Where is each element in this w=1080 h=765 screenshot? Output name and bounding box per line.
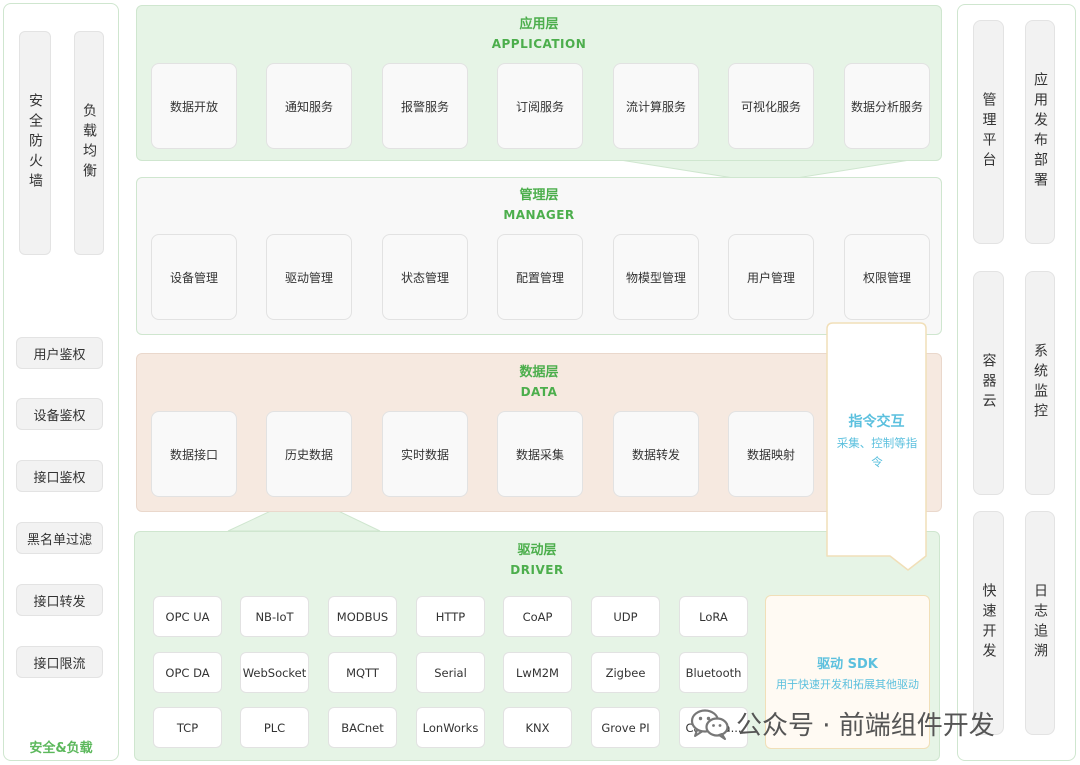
- data-interface[interactable]: 数据接口: [151, 411, 237, 497]
- mgr-user[interactable]: 用户管理: [728, 234, 814, 320]
- watermark-text: 公众号 · 前端组件开发: [736, 711, 995, 741]
- watermark: 公众号 · 前端组件开发: [690, 705, 995, 742]
- protocol-item[interactable]: Serial: [416, 652, 485, 693]
- manager-subtitle: MANAGER: [503, 208, 575, 222]
- load-balance-label: 负载均衡: [81, 103, 97, 183]
- driver-title: 驱动层: [517, 543, 557, 558]
- protocol-item[interactable]: MODBUS: [328, 596, 397, 637]
- mgmt-platform[interactable]: 管理平台: [973, 20, 1004, 244]
- data-title: 数据层: [519, 365, 559, 380]
- service-analysis[interactable]: 数据分析服务: [844, 63, 930, 149]
- container-cloud[interactable]: 容器云: [973, 271, 1004, 495]
- protocol-item[interactable]: LwM2M: [503, 652, 572, 693]
- application-title: 应用层: [519, 17, 559, 32]
- manager-layer: 管理层 MANAGER 设备管理 驱动管理 状态管理 配置管理 物模型管理 用户…: [136, 177, 942, 335]
- mgr-device[interactable]: 设备管理: [151, 234, 237, 320]
- protocol-item[interactable]: Zigbee: [591, 652, 660, 693]
- data-layer: 数据层 DATA 数据接口 历史数据 实时数据 数据采集 数据转发 数据映射: [136, 353, 942, 512]
- rapid-dev[interactable]: 快速开发: [973, 511, 1004, 735]
- protocol-item[interactable]: LoRA: [679, 596, 748, 637]
- data-history[interactable]: 历史数据: [266, 411, 352, 497]
- mgmt-platform-label: 管理平台: [980, 92, 997, 172]
- system-monitor[interactable]: 系统监控: [1025, 271, 1055, 495]
- data-forward[interactable]: 数据转发: [613, 411, 699, 497]
- protocol-item[interactable]: KNX: [503, 707, 572, 748]
- data-subtitle: DATA: [520, 385, 558, 399]
- data-mapping[interactable]: 数据映射: [728, 411, 814, 497]
- service-subscribe[interactable]: 订阅服务: [497, 63, 583, 149]
- interface-forward[interactable]: 接口转发: [16, 584, 103, 616]
- data-collect[interactable]: 数据采集: [497, 411, 583, 497]
- driver-sdk-box[interactable]: 驱动 SDK 用于快速开发和拓展其他驱动: [765, 595, 930, 749]
- firewall-label: 安全防火墙: [27, 93, 43, 193]
- auth-interface[interactable]: 接口鉴权: [16, 460, 103, 492]
- mgr-driver[interactable]: 驱动管理: [266, 234, 352, 320]
- mgr-permission[interactable]: 权限管理: [844, 234, 930, 320]
- driver-subtitle: DRIVER: [510, 563, 564, 577]
- rapid-dev-label: 快速开发: [980, 583, 997, 663]
- log-trace-label: 日志追溯: [1032, 583, 1048, 663]
- wechat-icon: [690, 708, 729, 740]
- system-monitor-label: 系统监控: [1032, 343, 1048, 423]
- load-balance-block[interactable]: 负载均衡: [74, 31, 104, 255]
- service-stream[interactable]: 流计算服务: [613, 63, 699, 149]
- service-data-open[interactable]: 数据开放: [151, 63, 237, 149]
- service-visual[interactable]: 可视化服务: [728, 63, 814, 149]
- protocol-item[interactable]: UDP: [591, 596, 660, 637]
- protocol-item[interactable]: Bluetooth: [679, 652, 748, 693]
- auth-device[interactable]: 设备鉴权: [16, 398, 103, 430]
- protocol-item[interactable]: Grove PI: [591, 707, 660, 748]
- interface-ratelimit[interactable]: 接口限流: [16, 646, 103, 678]
- sdk-desc: 用于快速开发和拓展其他驱动: [776, 678, 919, 691]
- command-title: 指令交互: [848, 414, 905, 430]
- protocol-item[interactable]: OPC DA: [153, 652, 222, 693]
- manager-title: 管理层: [519, 188, 559, 203]
- protocol-item[interactable]: MQTT: [328, 652, 397, 693]
- blacklist-filter[interactable]: 黑名单过滤: [16, 522, 103, 554]
- protocol-item[interactable]: PLC: [240, 707, 309, 748]
- service-notify[interactable]: 通知服务: [266, 63, 352, 149]
- protocol-item[interactable]: OPC UA: [153, 596, 222, 637]
- container-cloud-label: 容器云: [980, 353, 997, 413]
- protocol-item[interactable]: BACnet: [328, 707, 397, 748]
- protocol-item[interactable]: TCP: [153, 707, 222, 748]
- mgr-status[interactable]: 状态管理: [382, 234, 468, 320]
- service-alarm[interactable]: 报警服务: [382, 63, 468, 149]
- protocol-item[interactable]: WebSocket: [240, 652, 309, 693]
- mgr-thing-model[interactable]: 物模型管理: [613, 234, 699, 320]
- command-desc: 采集、控制等指令: [836, 436, 918, 469]
- protocol-item[interactable]: LonWorks: [416, 707, 485, 748]
- application-subtitle: APPLICATION: [491, 37, 587, 51]
- left-panel-footer: 安全&负载: [29, 741, 93, 756]
- command-arrow-shape: [826, 322, 927, 571]
- application-layer: 应用层 APPLICATION 数据开放 通知服务 报警服务 订阅服务 流计算服…: [136, 5, 942, 161]
- data-realtime[interactable]: 实时数据: [382, 411, 468, 497]
- log-trace[interactable]: 日志追溯: [1025, 511, 1055, 735]
- driver-layer: 驱动层 DRIVER OPC UA NB-IoT MODBUS HTTP CoA…: [134, 531, 940, 761]
- app-deploy-label: 应用发布部署: [1032, 72, 1048, 192]
- firewall-block[interactable]: 安全防火墙: [19, 31, 51, 255]
- protocol-item[interactable]: CoAP: [503, 596, 572, 637]
- protocol-item[interactable]: NB-IoT: [240, 596, 309, 637]
- mgr-config[interactable]: 配置管理: [497, 234, 583, 320]
- auth-user[interactable]: 用户鉴权: [16, 337, 103, 369]
- app-deploy[interactable]: 应用发布部署: [1025, 20, 1055, 244]
- protocol-item[interactable]: HTTP: [416, 596, 485, 637]
- sdk-title: 驱动 SDK: [817, 657, 878, 672]
